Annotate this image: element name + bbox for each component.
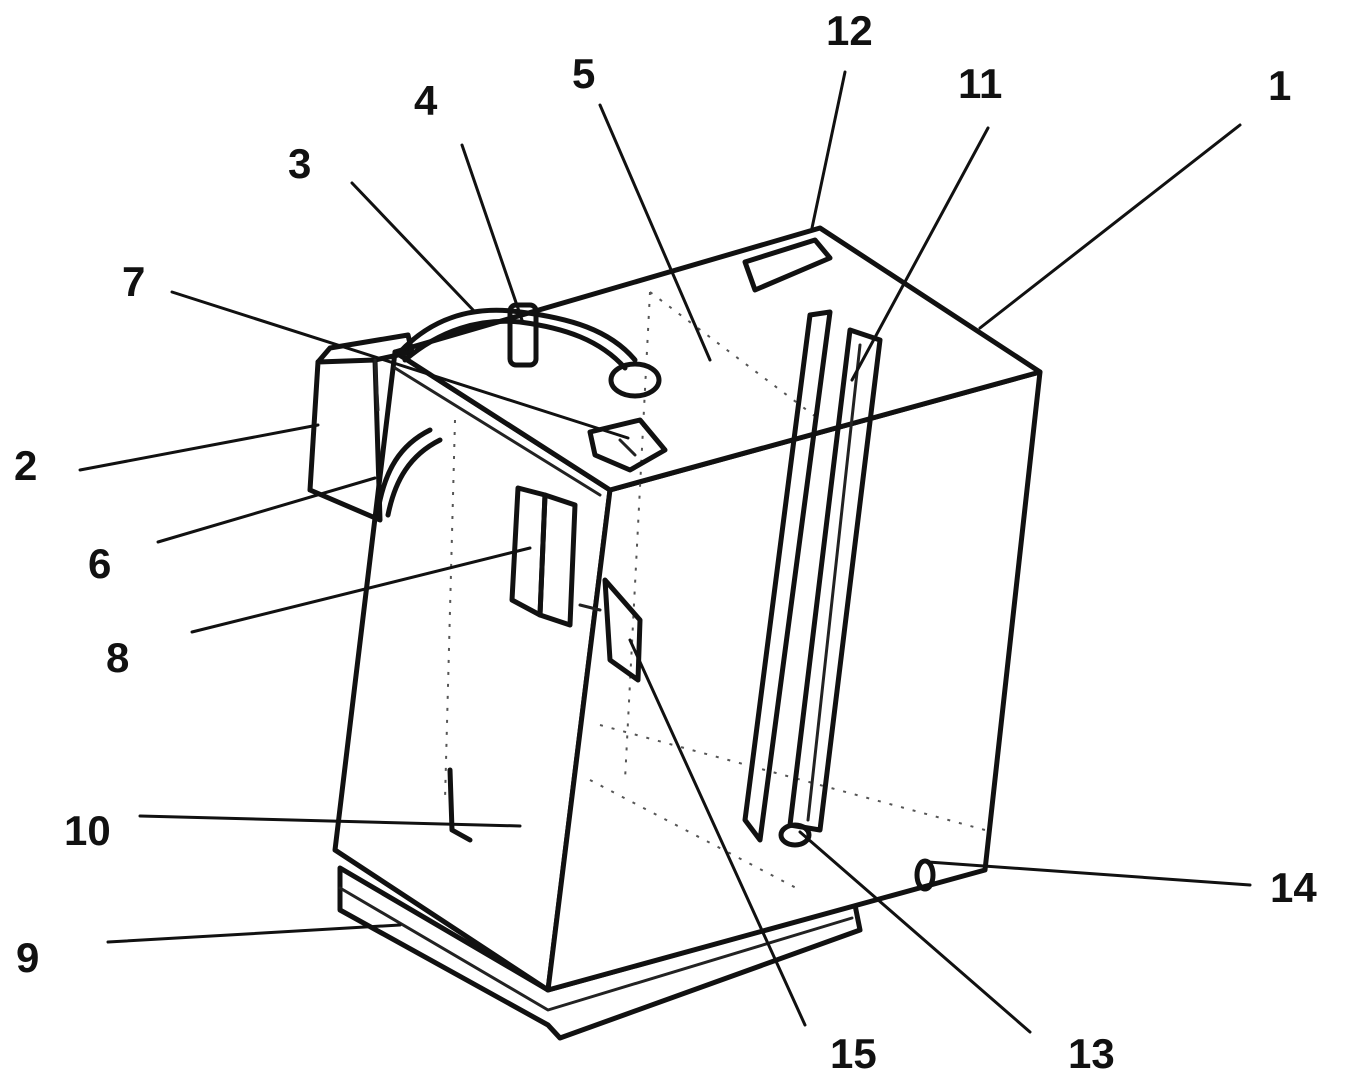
side-box — [307, 332, 415, 523]
callout-7: 7 — [122, 258, 145, 305]
callout-15: 15 — [830, 1030, 877, 1077]
callout-14: 14 — [1270, 864, 1317, 911]
callout-1: 1 — [1268, 62, 1291, 109]
leader-13 — [798, 830, 1032, 1034]
leader-15 — [628, 638, 807, 1027]
callout-2: 2 — [14, 442, 37, 489]
callout-12: 12 — [826, 7, 873, 54]
leader-10 — [138, 814, 522, 828]
leader-6 — [156, 476, 377, 544]
callout-4: 4 — [414, 77, 438, 124]
leader-5 — [598, 103, 712, 362]
leader-4 — [460, 143, 524, 322]
leader-14 — [926, 860, 1252, 887]
callout-9: 9 — [16, 934, 39, 981]
small-fittings — [447, 767, 936, 892]
housing-body — [332, 225, 1043, 993]
callout-13: 13 — [1068, 1030, 1115, 1077]
leader-11 — [850, 126, 990, 382]
leader-3 — [350, 181, 477, 314]
latch — [578, 577, 643, 683]
callout-5: 5 — [572, 50, 595, 97]
label-plate — [742, 237, 833, 293]
callout-labels: 1 2 3 4 5 6 7 8 9 10 11 12 13 14 15 — [14, 7, 1317, 1077]
vertical-tube — [742, 309, 883, 848]
callout-8: 8 — [106, 634, 129, 681]
callout-11: 11 — [958, 60, 1002, 107]
callout-10: 10 — [64, 807, 111, 854]
leader-2 — [78, 423, 320, 472]
leader-lines — [78, 70, 1252, 1034]
leader-12 — [810, 70, 847, 230]
leader-7 — [170, 290, 630, 440]
leader-8 — [190, 546, 532, 634]
front-window — [509, 485, 578, 628]
leader-9 — [106, 923, 402, 944]
leader-1 — [978, 123, 1242, 330]
callout-6: 6 — [88, 540, 111, 587]
side-tube — [375, 427, 443, 518]
callout-3: 3 — [288, 140, 311, 187]
